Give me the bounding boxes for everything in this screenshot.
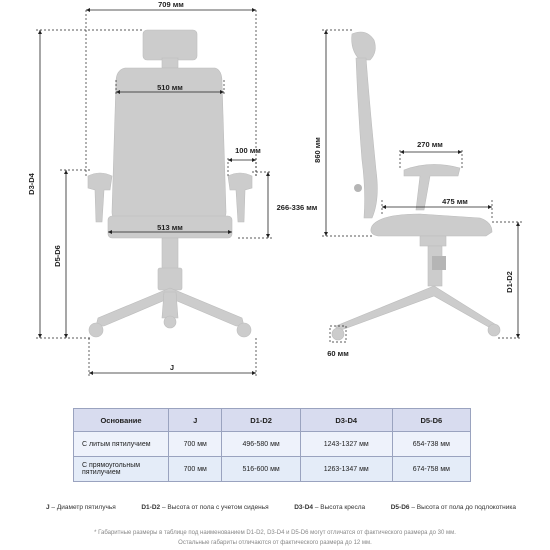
dim-seat-depth: 475 мм — [442, 197, 468, 206]
front-dimensions: 709 мм 510 мм 100 мм 266-336 мм 513 мм D… — [27, 0, 318, 378]
table-header-row: Основание J D1-D2 D3-D4 D5-D6 — [73, 408, 472, 432]
table-header-d1-d2: D1-D2 — [221, 408, 301, 432]
caster-right — [236, 322, 252, 338]
legend-item-d3-d4: D3-D4 – Высота кресла — [294, 504, 366, 511]
headrest-neck — [161, 57, 179, 69]
table-row: С прямоугольным пятилучием 700 мм 516-60… — [73, 456, 472, 482]
dim-seat-depth-adjust: 270 мм — [417, 140, 443, 149]
gas-lift-cover — [157, 267, 183, 291]
caster-side-left — [331, 327, 345, 341]
table-cell-j: 700 мм — [167, 431, 223, 457]
caster-left — [88, 322, 104, 338]
footnote-1: * Габаритные размеры в таблице под наиме… — [94, 530, 456, 536]
legend-item-d1-d2: D1-D2 – Высота от пола с учетом сиденья — [141, 504, 269, 511]
backrest-side — [355, 57, 378, 219]
dim-d1-d2: D1-D2 — [505, 271, 514, 293]
table-cell-j: 700 мм — [167, 456, 223, 482]
table-cell-d3-d4: 1243-1327 мм — [299, 431, 393, 457]
dim-caster-size: 60 мм — [327, 349, 349, 358]
table-cell-d5-d6: 674-758 мм — [391, 456, 472, 482]
base-side — [335, 285, 499, 333]
table-cell-d1-d2: 496-580 мм — [221, 431, 301, 457]
headrest-front — [142, 29, 198, 61]
table-header-d3-d4: D3-D4 — [299, 408, 393, 432]
armrest-right — [227, 172, 253, 223]
headrest-side — [351, 31, 376, 61]
gas-lift-lever — [432, 256, 446, 270]
front-view-chair — [87, 29, 253, 338]
dim-base-diameter: J — [170, 363, 174, 372]
dim-overall-width: 709 мм — [158, 0, 184, 9]
table-cell-d3-d4: 1263-1347 мм — [299, 456, 393, 482]
dim-armrest-height: 266-336 мм — [277, 203, 318, 212]
legend-item-d5-d6: D5-D6 – Высота от пола до подлокотника — [390, 504, 516, 511]
table-header-j: J — [167, 408, 223, 432]
seat-side — [370, 213, 493, 237]
legend-item-j: J – Диаметр пятилучья — [46, 504, 116, 511]
chair-dimension-drawing: 709 мм 510 мм 100 мм 266-336 мм 513 мм D… — [27, 0, 522, 378]
footnote-2: Остальные габариты отличаются от фактиче… — [178, 540, 372, 546]
armrest-side — [403, 164, 461, 211]
footnotes: * Габаритные размеры в таблице под наиме… — [40, 528, 510, 548]
dim-back-width: 510 мм — [157, 83, 183, 92]
dim-d5-d6: D5-D6 — [53, 245, 62, 267]
side-view-chair — [331, 31, 501, 341]
lumbar-knob — [354, 184, 362, 192]
table-cell-d1-d2: 516-600 мм — [221, 456, 301, 482]
table-row: С литым пятилучием 700 мм 496-580 мм 124… — [73, 431, 472, 457]
table-cell-base: С литым пятилучием — [73, 431, 169, 457]
caster-center — [163, 315, 177, 329]
legend: J – Диаметр пятилучья D1-D2 – Высота от … — [46, 504, 516, 511]
dimensions-table: Основание J D1-D2 D3-D4 D5-D6 С литым пя… — [73, 408, 472, 482]
dim-armrest-width: 100 мм — [235, 146, 261, 155]
caster-side-right — [487, 323, 501, 337]
table-cell-base: С прямоугольным пятилучием — [73, 456, 169, 482]
seat-mechanism — [419, 235, 447, 247]
dim-d3-d4: D3-D4 — [27, 172, 36, 195]
side-dimensions: 860 мм 270 мм 475 мм D1-D2 60 мм — [313, 29, 522, 358]
table-header-d5-d6: D5-D6 — [391, 408, 472, 432]
armrest-left — [87, 172, 113, 223]
base-center-leg — [161, 291, 179, 319]
dim-back-height: 860 мм — [313, 137, 322, 163]
table-header-base: Основание — [73, 408, 169, 432]
table-cell-d5-d6: 654-738 мм — [391, 431, 472, 457]
dim-seat-width: 513 мм — [157, 223, 183, 232]
